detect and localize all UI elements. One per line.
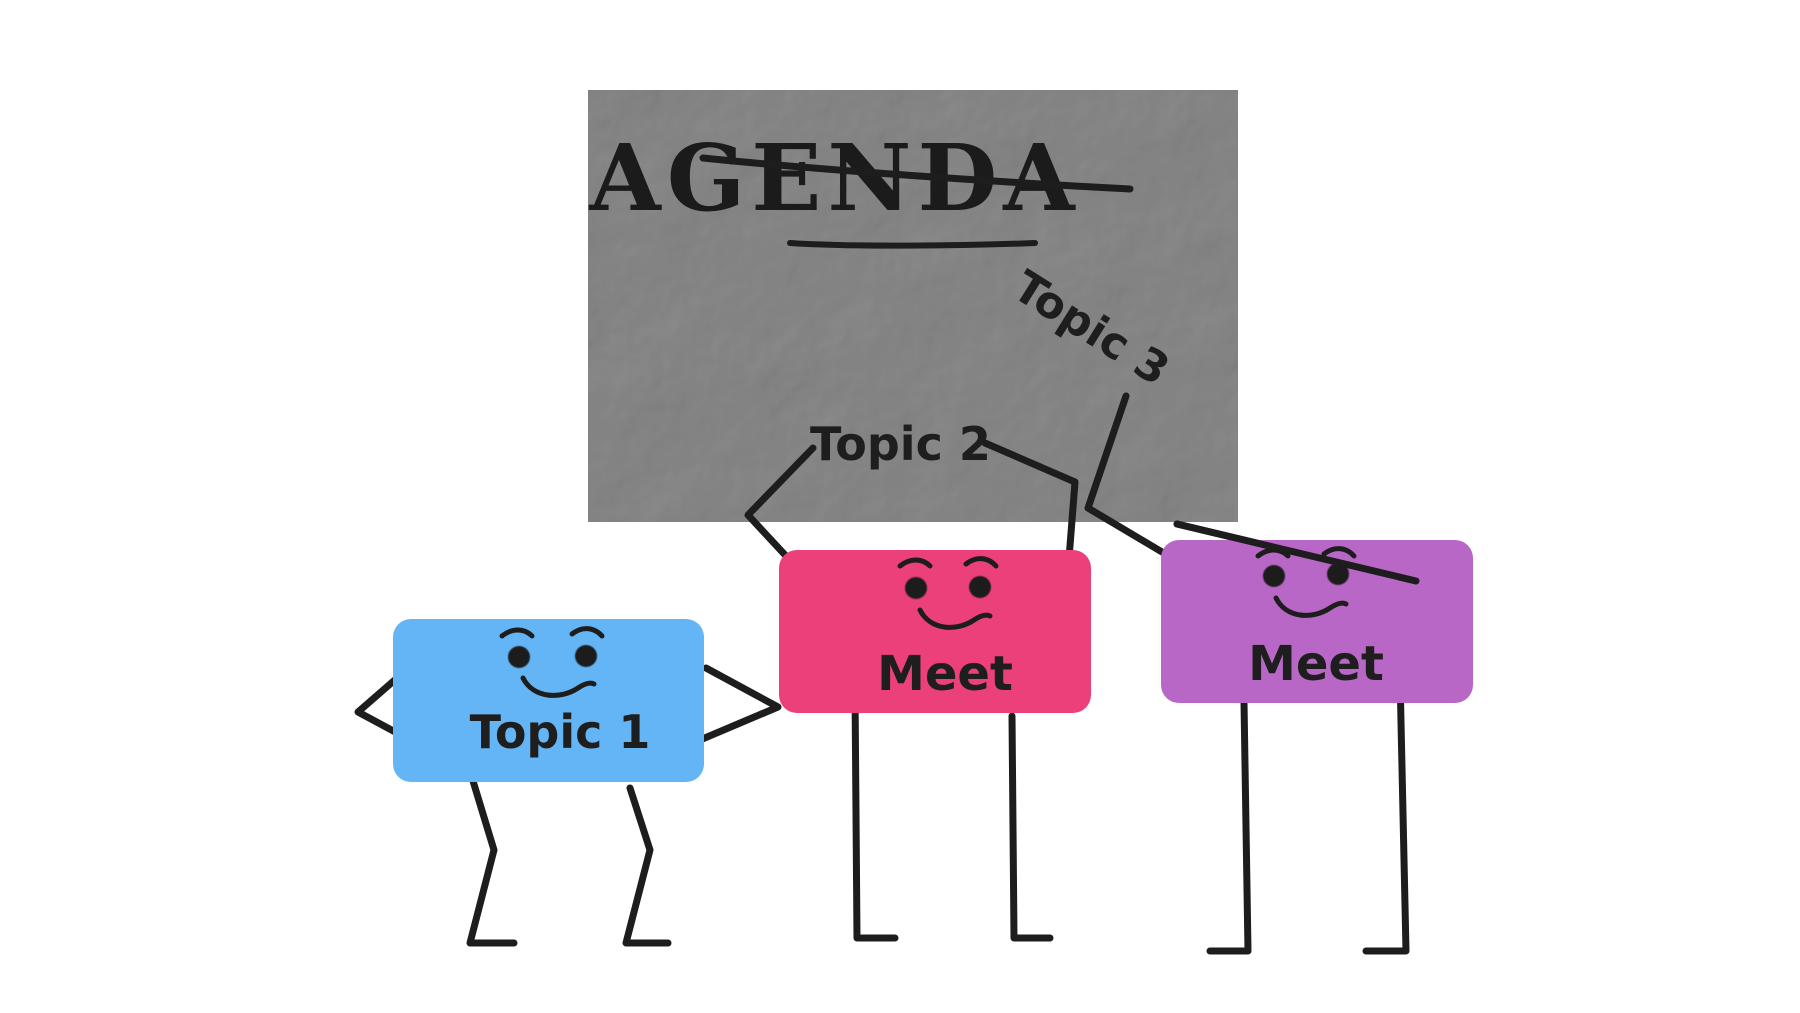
topic-1-card	[393, 619, 704, 782]
meet-purple-left-arm	[1084, 392, 1166, 556]
meet-pink-character: Meet	[744, 439, 1091, 942]
meet-purple-arm-overlay	[1173, 520, 1420, 585]
meet-purple-right-eyebrow	[1321, 546, 1357, 559]
meet-purple-right-eye	[1327, 563, 1349, 585]
meet-pink-right-leg	[1008, 712, 1054, 942]
agenda-heading: AGENDA	[588, 124, 1080, 232]
paper-texture	[588, 90, 1238, 522]
topic-1-left-leg	[462, 754, 518, 947]
meet-pink-right-eye	[969, 576, 991, 598]
meet-pink-right-eyebrow	[963, 556, 999, 569]
topic-1-right-eyebrow	[569, 626, 605, 639]
heading-underline	[787, 240, 1038, 249]
topic-1-left-eyebrow	[499, 627, 535, 639]
meet-pink-left-leg	[851, 686, 899, 942]
meet-pink-left-eye	[905, 577, 927, 599]
topic-2-label: Topic 2	[810, 417, 991, 471]
meet-purple-left-eye	[1263, 565, 1285, 587]
meet-purple-label: Meet	[1248, 636, 1384, 692]
meet-purple-face	[1255, 546, 1357, 618]
topic-1-face	[499, 626, 605, 698]
meet-purple-character: Meet	[1084, 392, 1473, 955]
topic-1-character: Topic 1	[354, 619, 782, 947]
meet-purple-card	[1161, 540, 1473, 703]
meet-purple-smile	[1273, 595, 1349, 618]
agenda-paper: AGENDA	[588, 90, 1238, 522]
meet-pink-smile	[917, 607, 993, 630]
topic-1-smile	[520, 675, 597, 698]
topic-1-right-leg	[622, 784, 672, 947]
topic-1-left-eye	[508, 646, 530, 668]
topic-1-right-arm	[696, 664, 782, 744]
meet-purple-right-leg	[1362, 672, 1410, 955]
meet-pink-face	[897, 556, 999, 630]
meet-purple-left-leg	[1206, 698, 1252, 955]
topic-1-right-eye	[575, 645, 597, 667]
meet-pink-left-eyebrow	[897, 557, 933, 569]
meet-pink-card	[779, 550, 1091, 713]
meet-pink-label: Meet	[877, 646, 1013, 702]
topic-1-label: Topic 1	[470, 705, 651, 759]
heading-strikethrough	[699, 154, 1134, 193]
